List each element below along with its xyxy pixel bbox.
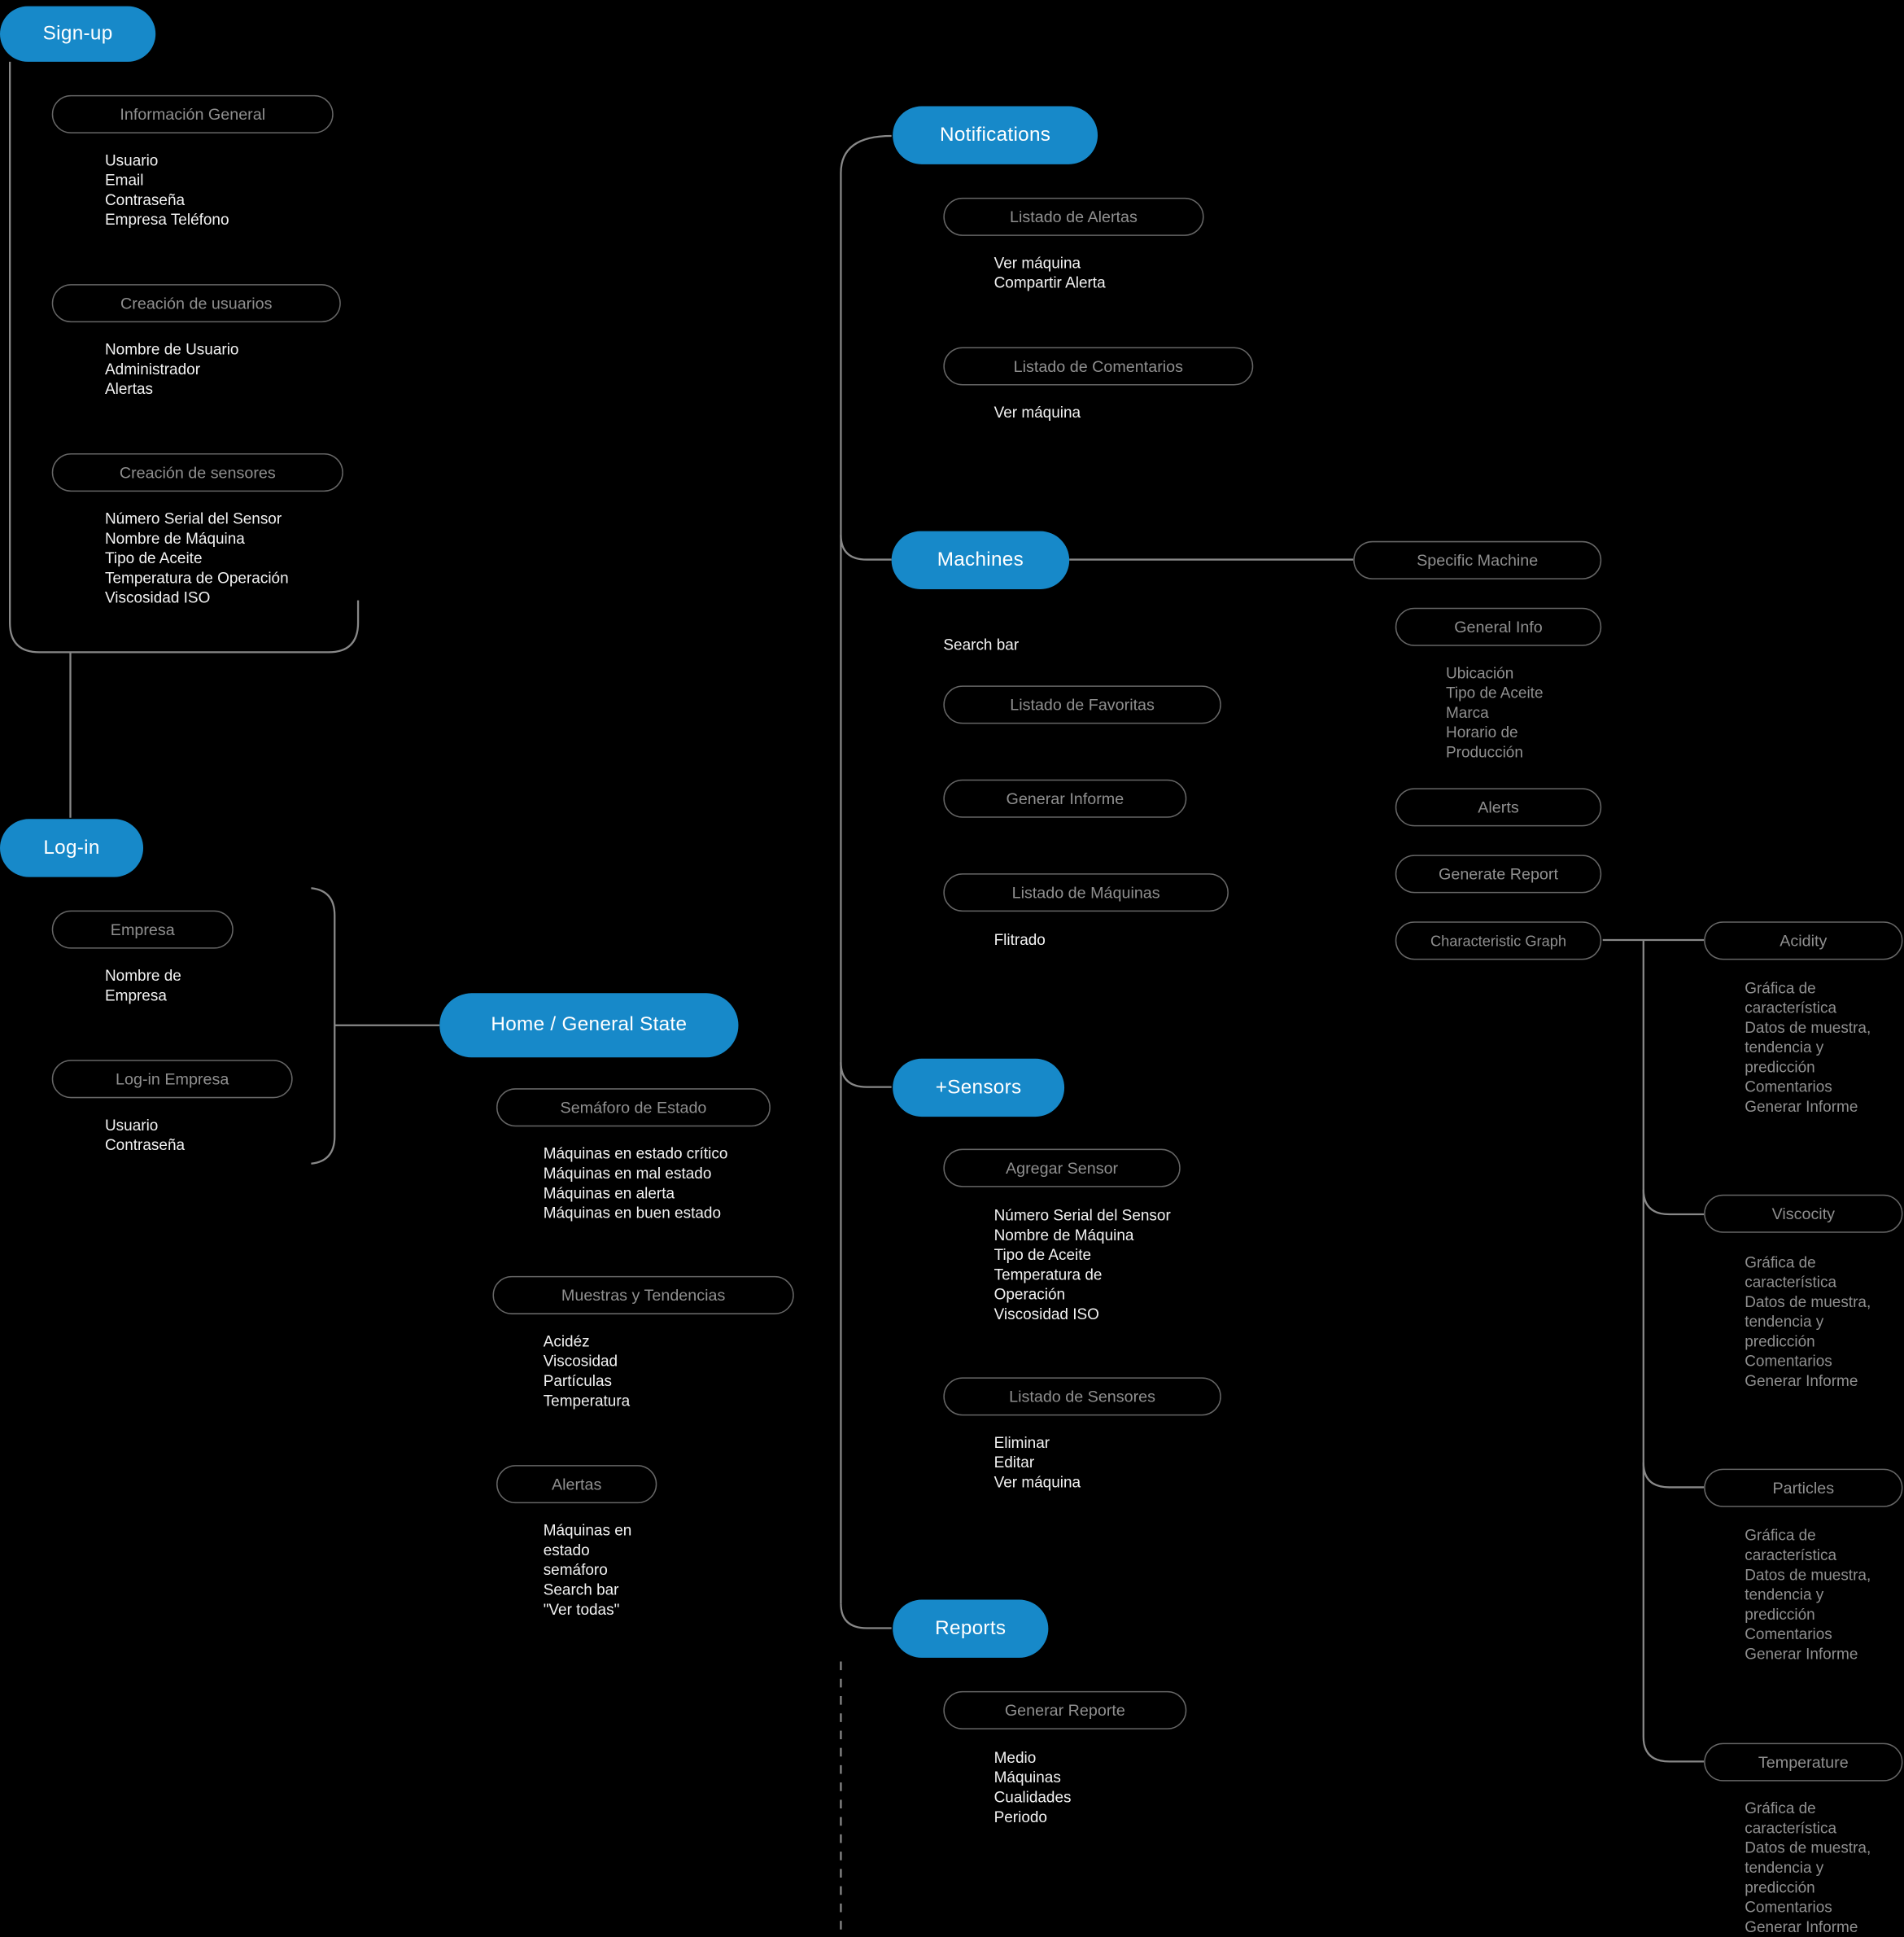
list-general-info: Ubicación Tipo de Aceite Marca Horario d… bbox=[1445, 664, 1544, 761]
list-listado-alertas: Ver máquina Compartir Alerta bbox=[993, 254, 1106, 292]
connector-login-bracket bbox=[311, 887, 336, 1165]
list-alertas-home: Máquinas en estado semáforo Search bar "… bbox=[543, 1521, 632, 1619]
subnode-specific-machine[interactable]: Specific Machine bbox=[1353, 540, 1602, 579]
node-login[interactable]: Log-in bbox=[0, 819, 144, 877]
subnode-alertas-home[interactable]: Alertas bbox=[496, 1465, 657, 1504]
connector-signup-bracket bbox=[9, 61, 360, 654]
node-home-general-state[interactable]: Home / General State bbox=[439, 993, 739, 1058]
subnode-informacion-general[interactable]: Información General bbox=[51, 94, 334, 133]
subnode-listado-favoritas[interactable]: Listado de Favoritas bbox=[943, 685, 1221, 724]
list-creacion-usuarios: Nombre de Usuario Administrador Alertas bbox=[104, 340, 239, 398]
list-acidity-detail: Gráfica de característica Datos de muest… bbox=[1745, 979, 1871, 1116]
connector-temperature-elbow bbox=[1642, 1737, 1705, 1763]
list-temperature-detail: Gráfica de característica Datos de muest… bbox=[1745, 1799, 1871, 1936]
list-semaforo-estado: Máquinas en estado crítico Máquinas en m… bbox=[543, 1145, 728, 1222]
subnode-listado-comentarios[interactable]: Listado de Comentarios bbox=[943, 347, 1254, 386]
subnode-characteristic-graph[interactable]: Characteristic Graph bbox=[1395, 921, 1602, 960]
list-listado-maquinas: Flitrado bbox=[993, 931, 1046, 949]
subnode-login-empresa[interactable]: Log-in Empresa bbox=[51, 1060, 293, 1099]
list-agregar-sensor: Número Serial del Sensor Nombre de Máqui… bbox=[993, 1206, 1171, 1323]
connector-particles-elbow bbox=[1642, 1463, 1705, 1489]
subnode-viscocity[interactable]: Viscocity bbox=[1704, 1194, 1903, 1233]
subnode-acidity[interactable]: Acidity bbox=[1704, 921, 1903, 960]
connector-reports-elbow bbox=[840, 1603, 892, 1629]
node-reports[interactable]: Reports bbox=[893, 1599, 1049, 1658]
list-listado-sensores: Eliminar Editar Ver máquina bbox=[993, 1434, 1081, 1491]
list-creacion-sensores: Número Serial del Sensor Nombre de Máqui… bbox=[104, 509, 289, 607]
node-signup[interactable]: Sign-up bbox=[0, 6, 156, 62]
subnode-creacion-usuarios[interactable]: Creación de usuarios bbox=[51, 284, 341, 323]
list-viscocity-detail: Gráfica de característica Datos de muest… bbox=[1745, 1253, 1871, 1390]
list-informacion-general: Usuario Email Contraseña Empresa Teléfon… bbox=[104, 151, 229, 229]
subnode-generar-informe[interactable]: Generar Informe bbox=[943, 779, 1187, 818]
subnode-semaforo-estado[interactable]: Semáforo de Estado bbox=[496, 1088, 771, 1127]
subnode-creacion-sensores[interactable]: Creación de sensores bbox=[51, 453, 343, 492]
list-generar-reporte: Medio Máquinas Cualidades Periodo bbox=[993, 1749, 1072, 1826]
node-sensors[interactable]: +Sensors bbox=[893, 1058, 1065, 1117]
subnode-alerts[interactable]: Alerts bbox=[1395, 788, 1602, 827]
list-muestras-tendencias: Acidéz Viscosidad Partículas Temperatura bbox=[543, 1332, 631, 1410]
connector-viscocity-elbow bbox=[1642, 1189, 1705, 1216]
subnode-listado-maquinas[interactable]: Listado de Máquinas bbox=[943, 873, 1229, 912]
subnode-temperature[interactable]: Temperature bbox=[1704, 1742, 1903, 1782]
list-login-empresa: Usuario Contraseña bbox=[104, 1117, 186, 1154]
connector-spine-top bbox=[840, 134, 892, 173]
subnode-generar-reporte[interactable]: Generar Reporte bbox=[943, 1690, 1187, 1729]
subnode-general-info[interactable]: General Info bbox=[1395, 607, 1602, 646]
subnode-listado-sensores[interactable]: Listado de Sensores bbox=[943, 1377, 1221, 1416]
subnode-generate-report[interactable]: Generate Report bbox=[1395, 855, 1602, 894]
list-particles-detail: Gráfica de característica Datos de muest… bbox=[1745, 1527, 1871, 1663]
subnode-listado-alertas[interactable]: Listado de Alertas bbox=[943, 197, 1204, 236]
list-empresa: Nombre de Empresa bbox=[104, 967, 181, 1004]
list-listado-comentarios: Ver máquina bbox=[993, 404, 1081, 422]
label-machines-search-bar: Search bar bbox=[943, 636, 1020, 654]
node-notifications[interactable]: Notifications bbox=[893, 106, 1098, 164]
subnode-particles[interactable]: Particles bbox=[1704, 1468, 1903, 1507]
subnode-muestras-tendencias[interactable]: Muestras y Tendencias bbox=[492, 1275, 794, 1314]
connector-sensors-elbow bbox=[840, 1062, 892, 1088]
subnode-empresa[interactable]: Empresa bbox=[51, 910, 234, 949]
connector-machines-elbow bbox=[840, 535, 892, 561]
node-machines[interactable]: Machines bbox=[891, 531, 1070, 589]
subnode-agregar-sensor[interactable]: Agregar Sensor bbox=[943, 1148, 1181, 1187]
